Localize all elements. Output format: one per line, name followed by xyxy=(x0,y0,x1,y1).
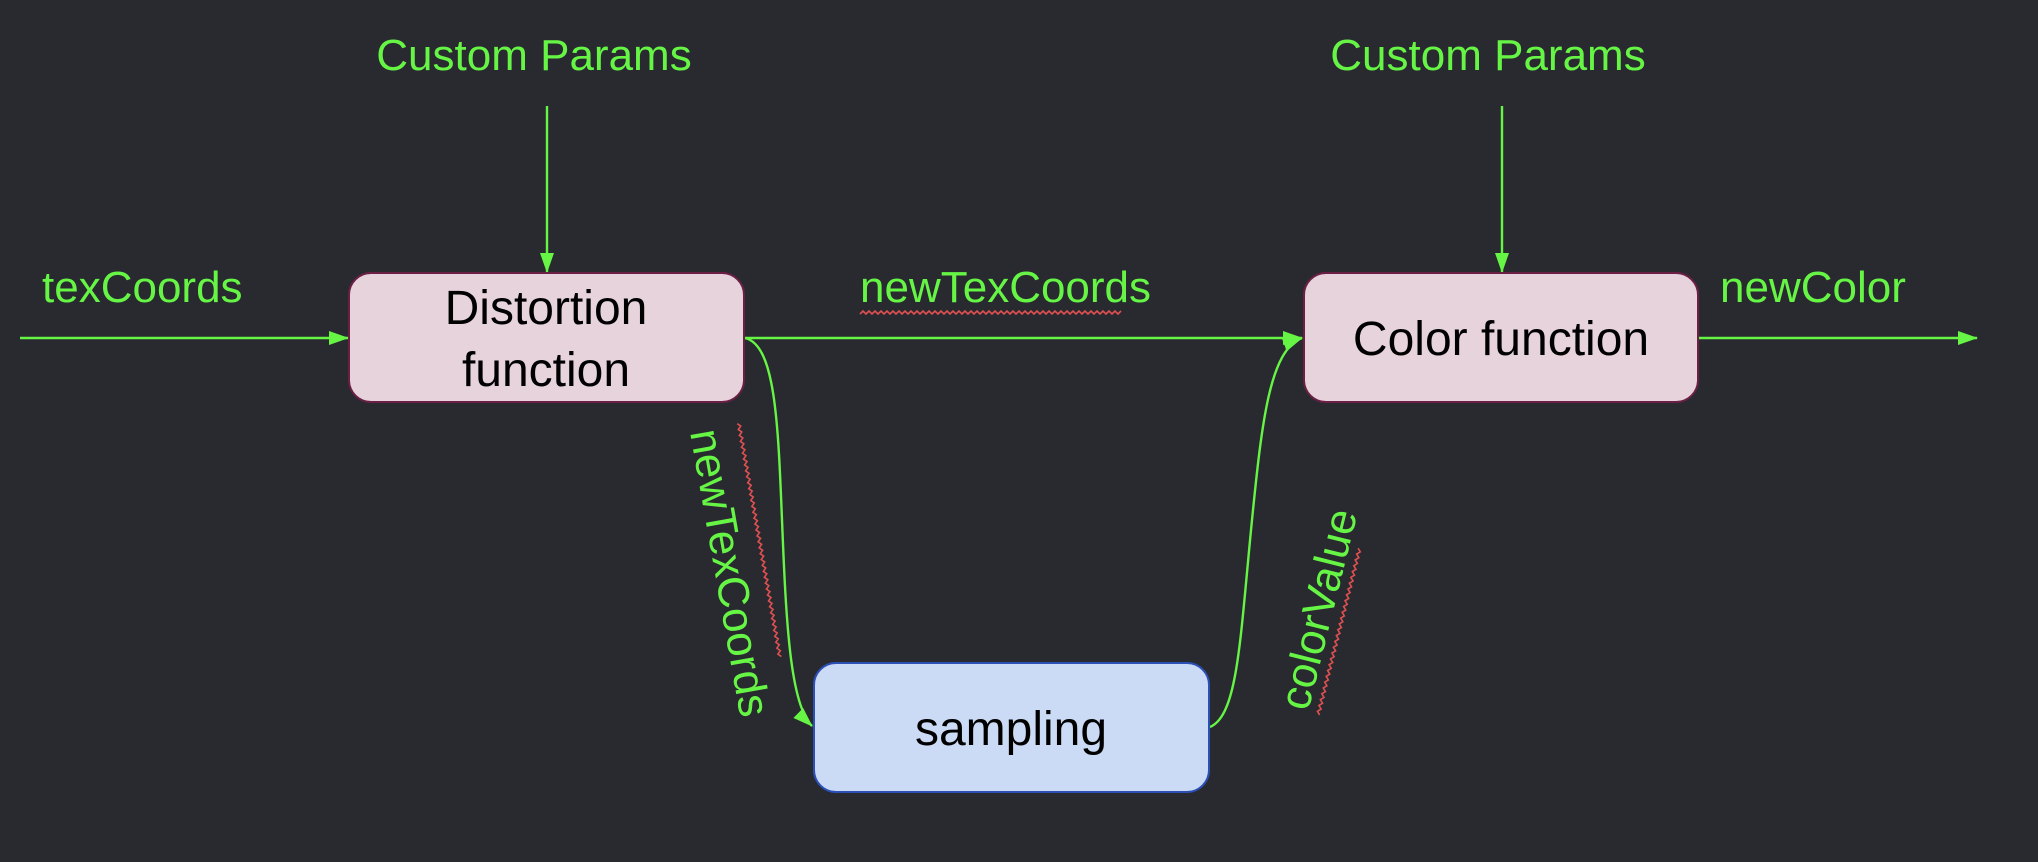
label-custom-params-right: Custom Params xyxy=(1330,31,1645,80)
node-distortion-label-line1: Distortion xyxy=(445,282,648,335)
node-distortion-box xyxy=(348,272,745,403)
spellcheck-underline-colorvalue xyxy=(1316,547,1362,716)
label-texcoords: texCoords xyxy=(42,263,243,312)
label-colorvalue: colorValue xyxy=(1270,504,1367,714)
node-color-box xyxy=(1303,272,1699,403)
spellcheck-underline-top xyxy=(859,309,1122,316)
node-distortion-function[interactable]: Distortion function xyxy=(348,272,745,403)
node-color-label: Color function xyxy=(1353,313,1649,366)
label-newtexcoords-top: newTexCoords xyxy=(860,263,1151,312)
edge-colorvalue xyxy=(1209,336,1303,729)
label-custom-params-left: Custom Params xyxy=(376,31,691,80)
label-newcolor: newColor xyxy=(1720,263,1906,312)
node-distortion-label-line2: function xyxy=(462,344,630,397)
spellcheck-underline-vertical xyxy=(736,423,782,658)
node-sampling-box xyxy=(813,662,1210,793)
node-color-function[interactable]: Color function xyxy=(1303,272,1699,403)
edge-newtexcoords-to-sampling xyxy=(744,336,813,727)
node-sampling[interactable]: sampling xyxy=(813,662,1210,793)
node-sampling-label: sampling xyxy=(915,703,1107,756)
